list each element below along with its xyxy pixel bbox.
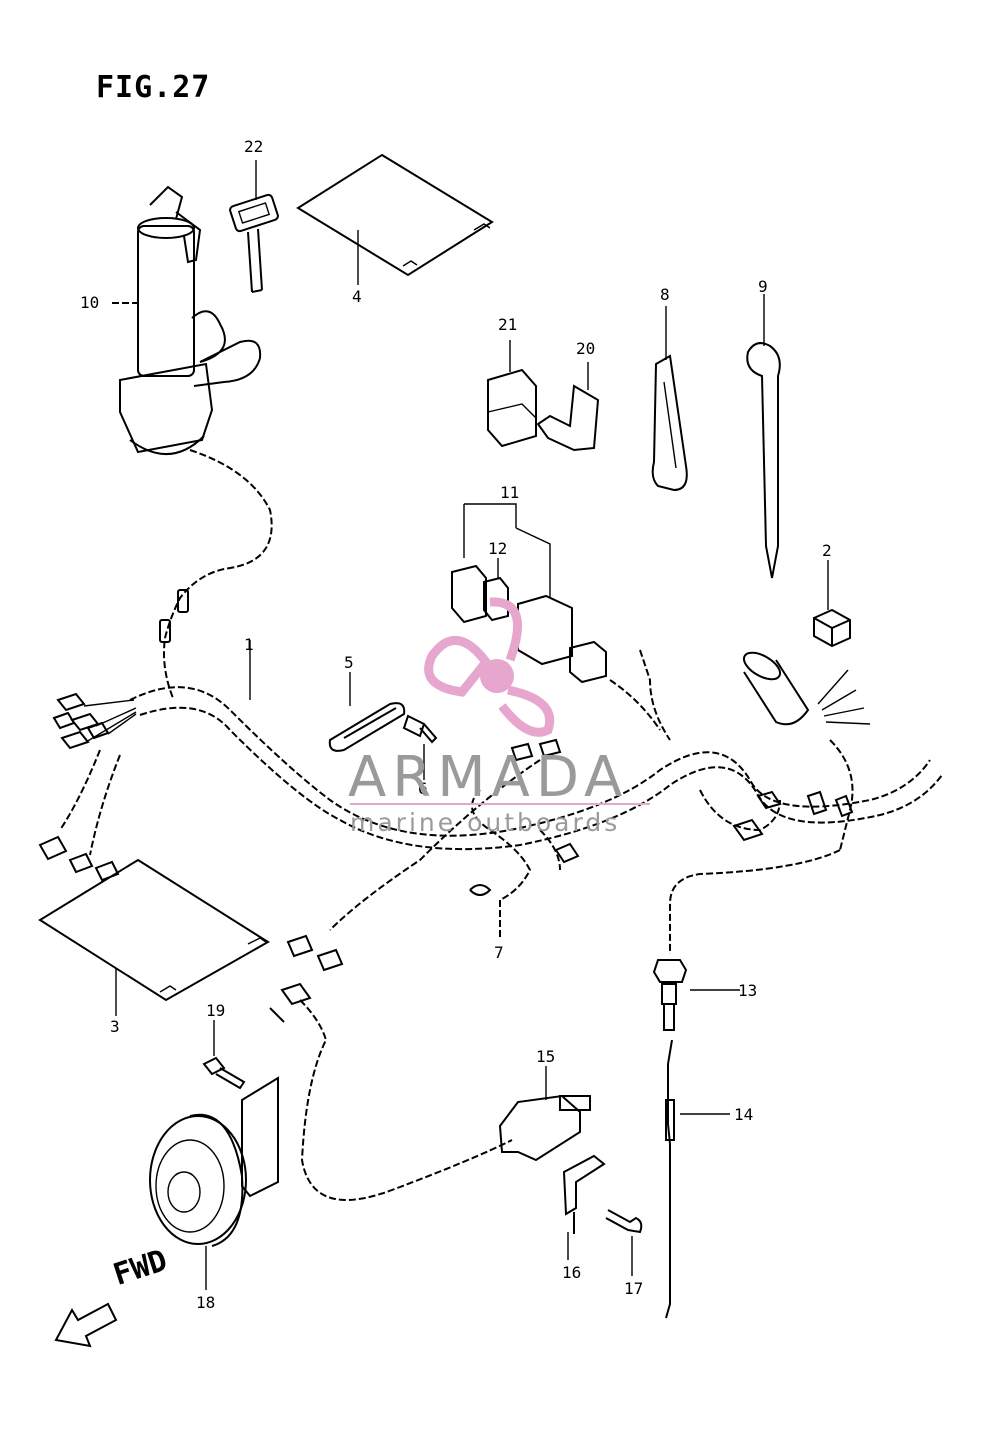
part-18-horn [149,1076,279,1290]
callout-18: 18 [196,1293,215,1312]
part-22-key [229,160,279,293]
callout-21: 21 [498,315,517,334]
fwd-arrow-icon [54,1302,118,1348]
part-6-bolt [402,714,438,780]
callout-6: 6 [418,779,428,798]
callout-2: 2 [822,541,832,560]
callout-labels: 1 2 3 4 5 6 7 8 9 10 11 12 13 14 15 16 1… [80,137,832,1312]
part-11-connector-group [451,503,607,684]
callout-22: 22 [244,137,263,156]
part-15-switch [269,982,591,1201]
figure-title: FIG.27 [96,70,211,105]
part-13-sensor [652,849,841,1319]
callout-17: 17 [624,1279,643,1298]
watermark-divider [350,803,650,805]
condenser-part [742,651,871,726]
callout-9: 9 [758,277,768,296]
part-3-sheet [38,858,270,1016]
callout-10: 10 [80,293,99,312]
propeller-icon [424,597,554,737]
part-19-bolt [202,1020,246,1090]
part-16-bracket [562,1154,606,1260]
watermark-tagline: marine outboards [350,808,621,837]
part-20-bracket [536,362,600,452]
part-1-wire-harness [38,640,943,972]
callout-8: 8 [660,285,670,304]
watermark-brand: ARMADA [348,745,629,810]
callout-12: 12 [488,539,507,558]
callout-5: 5 [344,653,354,672]
callout-16: 16 [562,1263,581,1282]
callout-13: 13 [738,981,757,1000]
part-17-screw [605,1209,643,1276]
callout-4: 4 [352,287,362,306]
callout-20: 20 [576,339,595,358]
callout-14: 14 [734,1105,753,1124]
part-21-relay [487,340,537,448]
callout-1: 1 [244,635,254,654]
part-10-ignition-switch [112,185,273,699]
callout-15: 15 [536,1047,555,1066]
callout-3: 3 [110,1017,120,1036]
part-8-strap [651,306,688,492]
part-4-sheet [296,153,494,285]
part-9-cable-tie [746,294,781,579]
callout-7: 7 [494,943,504,962]
callout-11: 11 [500,483,519,502]
callout-19: 19 [206,1001,225,1020]
part-2-switch [813,560,851,648]
part-5-clamp [328,672,406,752]
